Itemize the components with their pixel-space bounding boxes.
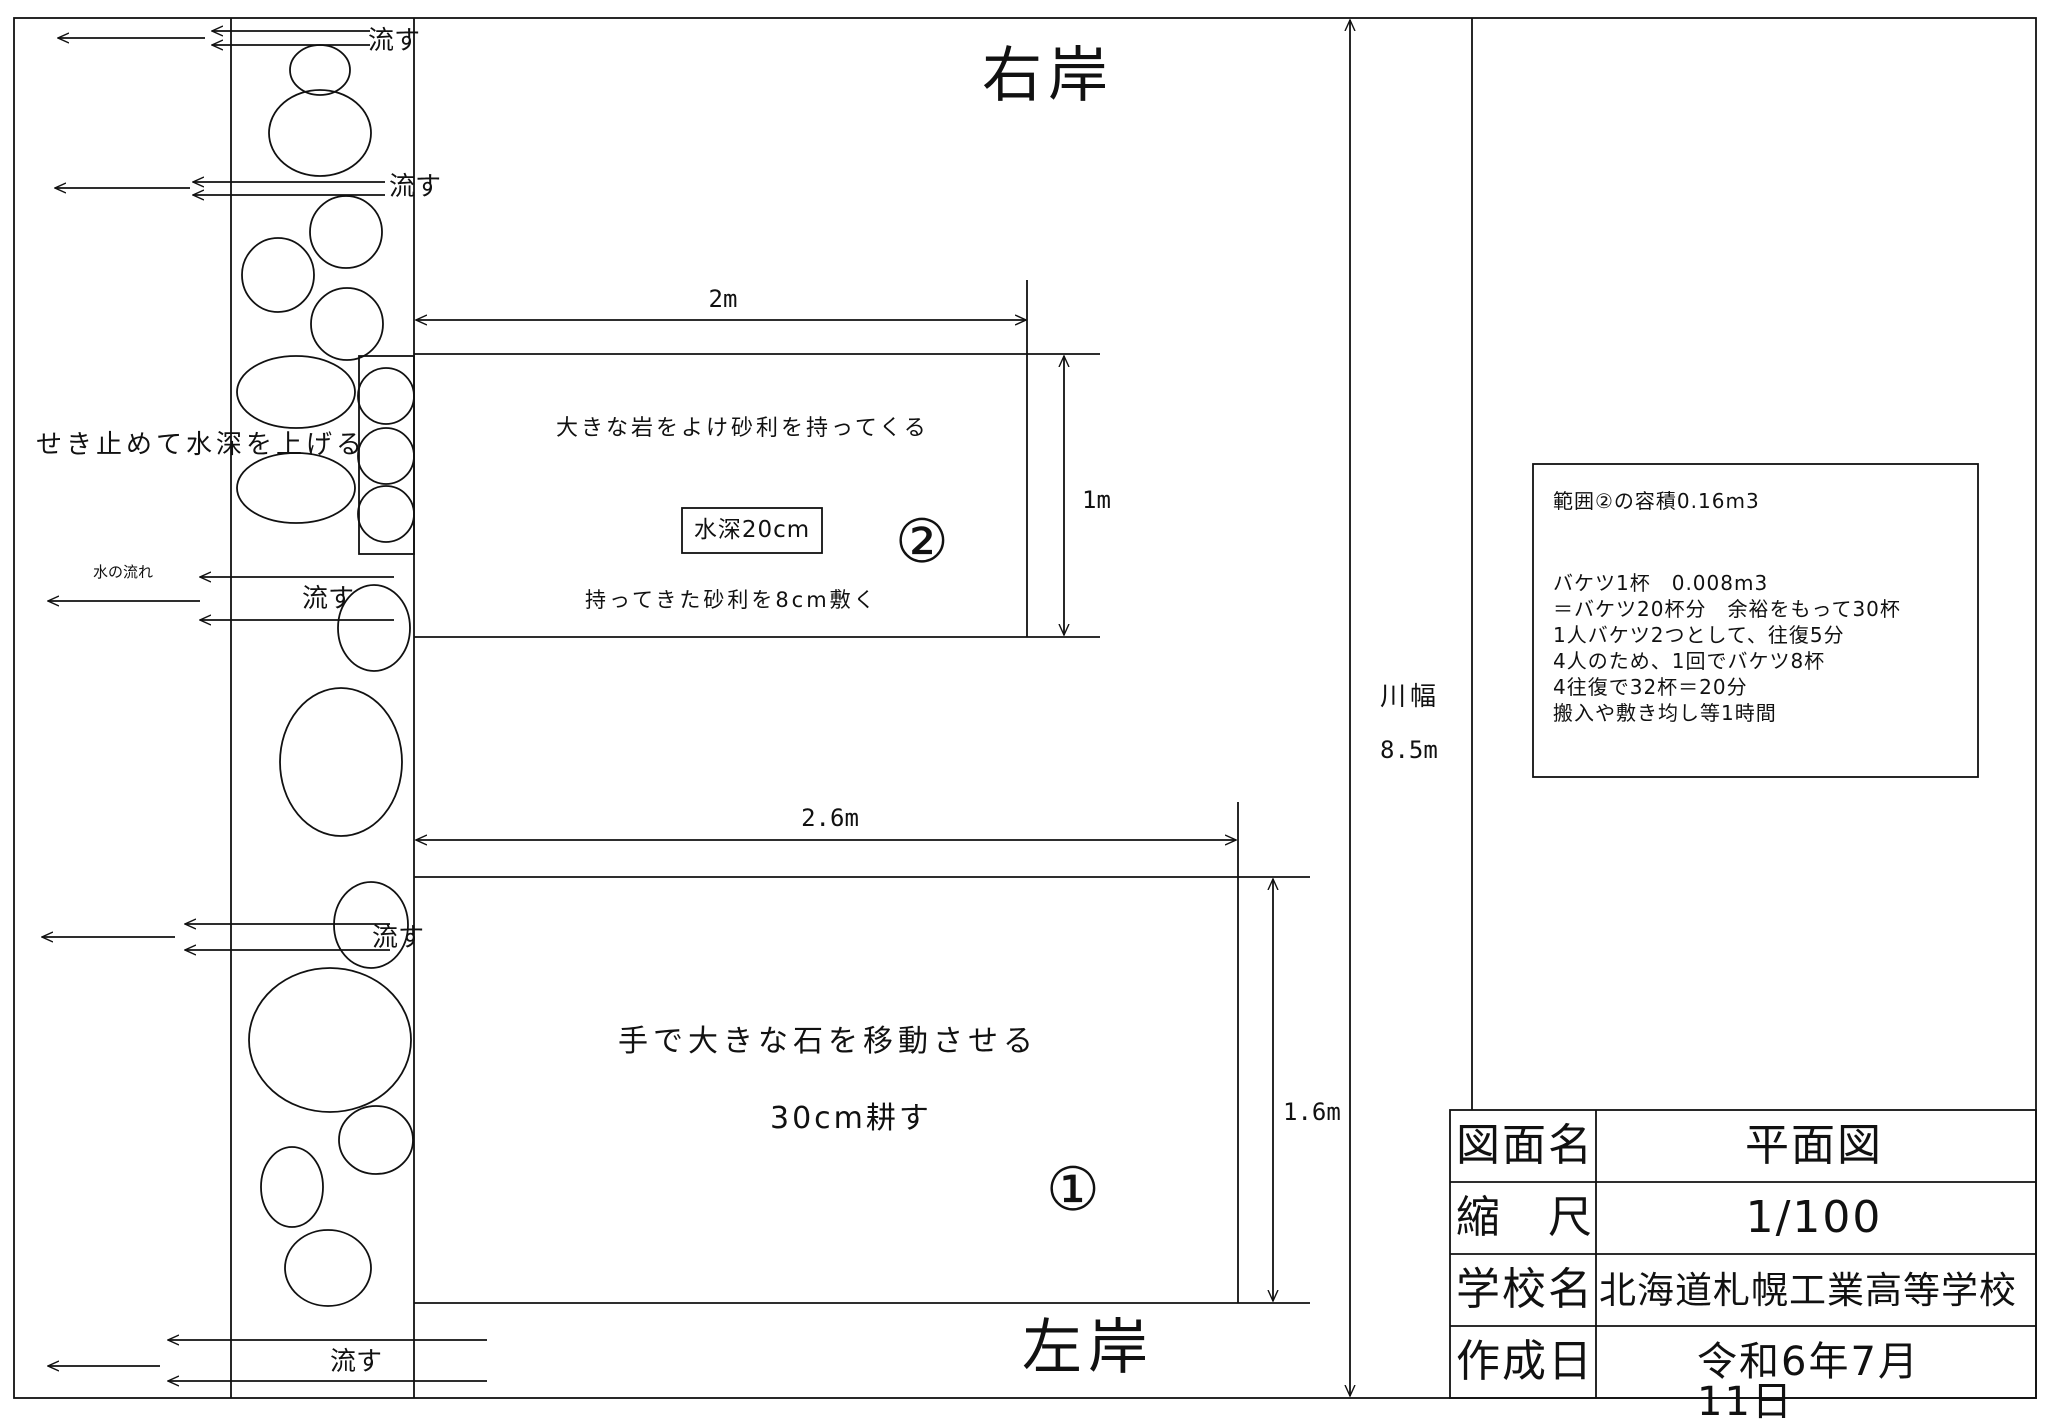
stone	[284, 1229, 372, 1307]
stone	[241, 237, 315, 313]
calc-box: 範囲②の容積0.16m3 バケツ1杯 0.008m3 ＝バケツ20杯分 余裕をも…	[1553, 488, 1901, 726]
area-2-width-label: 2m	[708, 285, 738, 313]
depth-box-frame	[681, 507, 823, 554]
release-label: 流す	[302, 584, 355, 614]
area-2-instruction: 大きな岩をよけ砂利を持ってくる	[556, 416, 929, 441]
area-1-outline	[414, 802, 1310, 1304]
river-width-value: 8.5m	[1380, 736, 1438, 764]
stone	[338, 1105, 414, 1175]
right-bank-label: 右岸	[982, 41, 1114, 111]
release-label: 流す	[372, 923, 425, 953]
title-block-drawing-name: 平面図	[1745, 1120, 1883, 1171]
dam-stone	[357, 485, 415, 543]
calc-line-volume: 範囲②の容積0.16m3	[1553, 489, 1760, 513]
stone	[236, 452, 356, 524]
stone	[248, 967, 412, 1113]
calc-line-count: ＝バケツ20杯分 余裕をもって30杯	[1553, 597, 1901, 621]
left-bank-label: 左岸	[1022, 1313, 1154, 1383]
dam-stone	[357, 427, 415, 485]
stone	[260, 1146, 324, 1228]
title-block-school: 北海道札幌工業高等学校	[1599, 1269, 2017, 1312]
calc-line-per-person: 1人バケツ2つとして、往復5分	[1553, 623, 1845, 647]
dam-note: せき止めて水深を上げる	[36, 430, 367, 460]
area-2-gravel-note: 持ってきた砂利を8cm敷く	[585, 588, 878, 612]
drawing-frame	[13, 17, 2037, 1399]
title-block-scale: 1/100	[1745, 1192, 1883, 1243]
stone	[337, 584, 411, 672]
water-flow-label: 水の流れ	[93, 563, 154, 581]
title-block-date: 令和6年7月11日	[1697, 1339, 1920, 1425]
stone	[236, 355, 356, 429]
title-block-key-date: 作成日	[1456, 1336, 1594, 1387]
depth-box-label: 水深20cm	[693, 517, 811, 543]
area-2-outline	[414, 280, 1100, 638]
stone	[268, 89, 372, 177]
calc-line-total-time: 搬入や敷き均し等1時間	[1553, 701, 1777, 725]
area-1-height-label: 1.6m	[1283, 1098, 1341, 1126]
area-2-height-label: 1m	[1082, 486, 1111, 514]
stones	[236, 44, 414, 1307]
calc-line-per-trip: 4人のため、1回でバケツ8杯	[1553, 649, 1826, 673]
stone	[310, 287, 384, 361]
title-block-key-drawing-name: 図面名	[1456, 1120, 1594, 1171]
dam-stone	[357, 367, 415, 425]
dam-box	[358, 355, 415, 555]
area-1-width-label: 2.6m	[801, 804, 859, 832]
flow-arrows	[42, 31, 487, 1381]
release-label: 流す	[330, 1347, 383, 1377]
release-label: 流す	[389, 172, 442, 202]
area-1-instruction: 手で大きな石を移動させる	[618, 1024, 1038, 1059]
release-label: 流す	[368, 26, 421, 56]
river-width-label: 川幅	[1380, 682, 1441, 712]
stone	[309, 195, 383, 269]
calc-line-bucket: バケツ1杯 0.008m3	[1553, 571, 1769, 595]
area-2-number: ②	[895, 507, 949, 577]
title-block-key-school: 学校名	[1456, 1264, 1594, 1315]
calc-line-trips: 4往復で32杯＝20分	[1553, 675, 1748, 699]
title-block-grid	[1449, 1109, 2037, 1399]
stone	[289, 44, 351, 96]
calc-box-frame	[1532, 463, 1979, 778]
stone	[333, 881, 409, 969]
area-1-till-note: 30cm耕す	[770, 1101, 932, 1136]
area-1-number: ①	[1046, 1155, 1100, 1225]
title-block-key-scale: 縮 尺	[1456, 1192, 1594, 1243]
stone	[279, 687, 403, 837]
